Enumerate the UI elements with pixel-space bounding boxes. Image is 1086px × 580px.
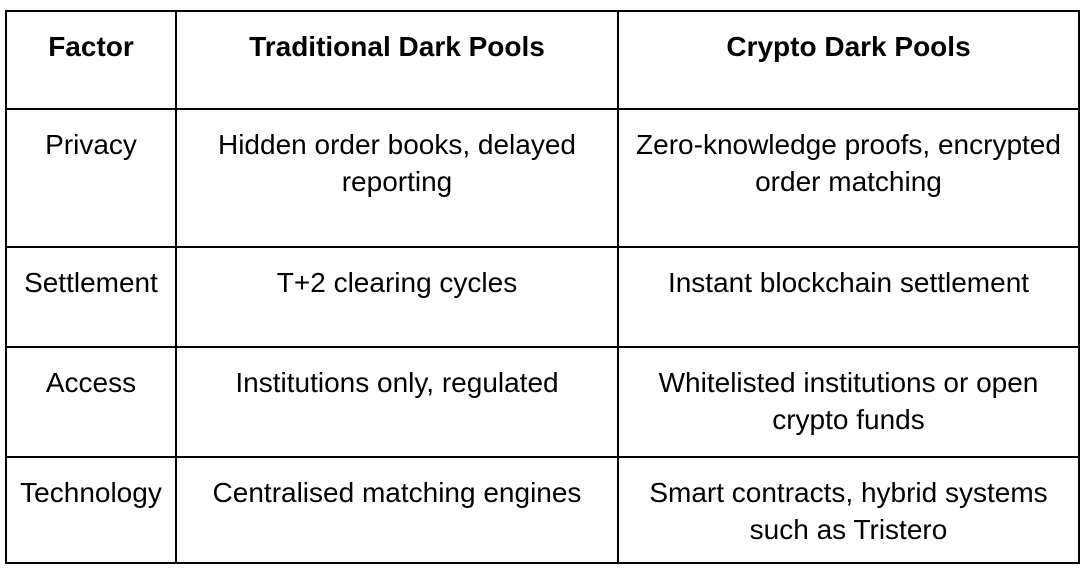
cell-settlement-traditional: T+2 clearing cycles [175, 246, 619, 348]
row-label-access: Access [5, 346, 177, 458]
table-header-row: Factor Traditional Dark Pools Crypto Dar… [5, 10, 1080, 110]
table-row-access: Access Institutions only, regulated Whit… [5, 346, 1080, 458]
cell-privacy-traditional: Hidden order books, delayed reporting [175, 108, 619, 248]
table-row-settlement: Settlement T+2 clearing cycles Instant b… [5, 246, 1080, 348]
table-row-privacy: Privacy Hidden order books, delayed repo… [5, 108, 1080, 248]
header-cell-traditional: Traditional Dark Pools [175, 10, 619, 110]
cell-technology-traditional: Centralised matching engines [175, 456, 619, 564]
header-cell-crypto: Crypto Dark Pools [617, 10, 1080, 110]
cell-privacy-crypto: Zero-knowledge proofs, encrypted order m… [617, 108, 1080, 248]
row-label-privacy: Privacy [5, 108, 177, 248]
dark-pools-comparison-table: Factor Traditional Dark Pools Crypto Dar… [5, 10, 1080, 564]
row-label-technology: Technology [5, 456, 177, 564]
cell-access-traditional: Institutions only, regulated [175, 346, 619, 458]
row-label-settlement: Settlement [5, 246, 177, 348]
cell-technology-crypto: Smart contracts, hybrid systems such as … [617, 456, 1080, 564]
table-row-technology: Technology Centralised matching engines … [5, 456, 1080, 564]
cell-access-crypto: Whitelisted institutions or open crypto … [617, 346, 1080, 458]
cell-settlement-crypto: Instant blockchain settlement [617, 246, 1080, 348]
header-cell-factor: Factor [5, 10, 177, 110]
